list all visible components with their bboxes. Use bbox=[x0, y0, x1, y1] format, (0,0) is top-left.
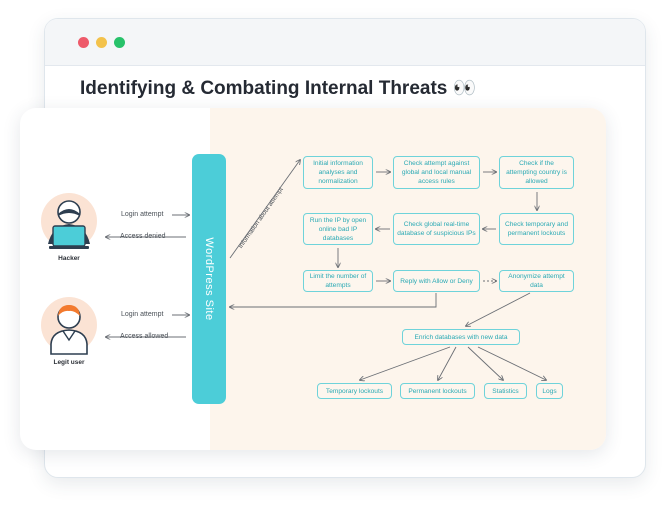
maximize-window-button[interactable] bbox=[114, 37, 125, 48]
flow-permanent-lockouts: Permanent lockouts bbox=[400, 383, 475, 399]
flow-reply-allow-deny: Reply with Allow or Deny bbox=[393, 270, 480, 292]
flow-initial-analysis: Initial information analyses and normali… bbox=[303, 156, 373, 189]
flow-statistics: Statistics bbox=[484, 383, 527, 399]
hacker-login-attempt-label: Login attempt bbox=[121, 211, 164, 218]
flow-check-realtime-database: Check global real-time database of suspi… bbox=[393, 213, 480, 245]
hacker-access-denied-label: Access denied bbox=[120, 233, 166, 240]
page-title: Identifying & Combating Internal Threats… bbox=[80, 78, 477, 99]
flow-anonymize-data: Anonymize attempt data bbox=[499, 270, 574, 292]
wordpress-site-bar bbox=[192, 154, 226, 404]
flow-enrich-databases: Enrich databases with new data bbox=[402, 329, 520, 345]
close-window-button[interactable] bbox=[78, 37, 89, 48]
flow-check-lockouts: Check temporary and permanent lockouts bbox=[499, 213, 574, 245]
flow-limit-attempts: Limit the number of attempts bbox=[303, 270, 373, 292]
legit-user-label: Legit user bbox=[53, 359, 85, 366]
flow-temporary-lockouts: Temporary lockouts bbox=[317, 383, 392, 399]
flow-check-country: Check if the attempting country is allow… bbox=[499, 156, 574, 189]
hacker-label: Hacker bbox=[58, 255, 80, 262]
flow-logs: Logs bbox=[536, 383, 563, 399]
wordpress-site-label: WordPress Site bbox=[203, 237, 215, 321]
legit-user-icon bbox=[40, 296, 98, 363]
hacker-icon bbox=[40, 192, 98, 259]
flow-check-access-rules: Check attempt against global and local m… bbox=[393, 156, 480, 189]
flow-run-ip-databases: Run the IP by open online bad IP databas… bbox=[303, 213, 373, 245]
minimize-window-button[interactable] bbox=[96, 37, 107, 48]
legit-access-allowed-label: Access allowed bbox=[120, 333, 169, 340]
legit-login-attempt-label: Login attempt bbox=[121, 311, 164, 318]
browser-titlebar bbox=[45, 19, 645, 66]
